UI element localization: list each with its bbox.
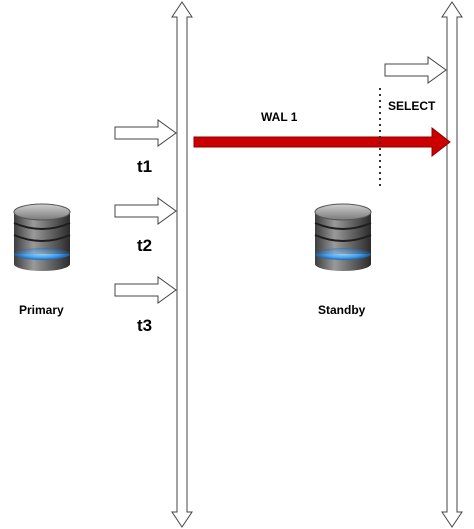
primary-label: Primary [19,303,64,317]
t1-label: t1 [137,157,153,176]
t2-label: t2 [137,236,153,255]
t1-arrow [114,119,177,147]
wal-arrow [193,126,451,158]
t2-arrow [114,197,177,225]
t3-label: t3 [137,316,153,335]
t3-arrow [114,276,177,304]
wal-label: WAL 1 [261,110,298,124]
standby-label: Standby [318,303,366,317]
standby-timeline-arrow [441,1,463,528]
select-arrow [384,56,447,84]
standby-database-icon [314,203,372,272]
primary-database-icon [13,203,71,272]
primary-timeline-arrow [171,1,193,528]
select-label: SELECT [388,99,436,113]
